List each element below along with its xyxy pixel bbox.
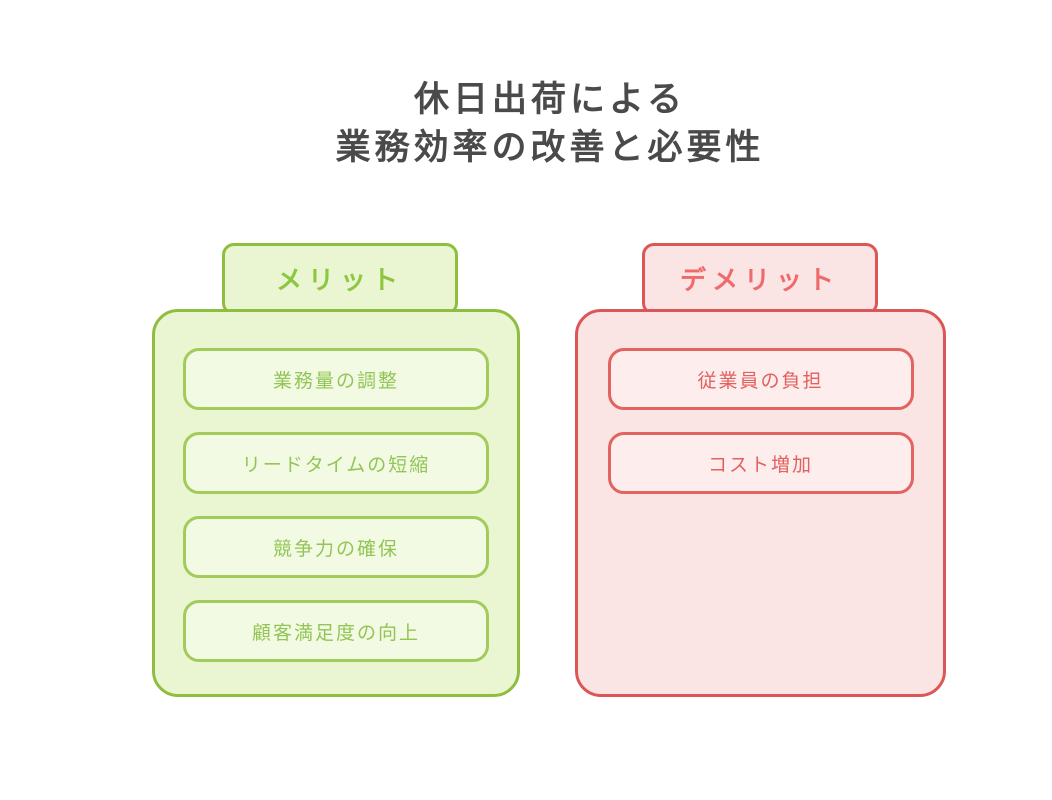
merit-item: 競争力の確保 <box>183 516 489 578</box>
page-title-line-2: 業務効率の改善と必要性 <box>335 128 765 167</box>
merit-item-label: 顧客満足度の向上 <box>251 622 420 644</box>
page-title: 休日出荷による 業務効率の改善と必要性 <box>24 76 1052 172</box>
merit-item-label: リードタイムの短縮 <box>241 454 431 476</box>
demerits-header-tab: デメリット <box>642 243 878 315</box>
demerit-item: コスト増加 <box>607 432 914 494</box>
demerit-item-label: コスト増加 <box>707 454 813 476</box>
page-title-line-1: 休日出荷による <box>414 80 686 119</box>
merit-item-label: 業務量の調整 <box>272 370 399 392</box>
demerit-item: 従業員の負担 <box>607 348 914 410</box>
demerit-item-label: 従業員の負担 <box>697 370 824 392</box>
merit-item: リードタイムの短縮 <box>183 432 489 494</box>
demerits-item-list: 従業員の負担コスト増加 <box>578 348 943 494</box>
demerits-panel: 従業員の負担コスト増加 <box>575 309 946 697</box>
merits-header-tab: メリット <box>222 243 458 315</box>
merits-panel: 業務量の調整リードタイムの短縮競争力の確保顧客満足度の向上 <box>152 309 520 697</box>
merits-item-list: 業務量の調整リードタイムの短縮競争力の確保顧客満足度の向上 <box>155 348 517 662</box>
merit-item: 顧客満足度の向上 <box>183 600 489 662</box>
merit-item-label: 競争力の確保 <box>272 538 399 560</box>
merit-item: 業務量の調整 <box>183 348 489 410</box>
demerits-header-label: デメリット <box>679 265 840 295</box>
merits-header-label: メリット <box>275 265 404 295</box>
